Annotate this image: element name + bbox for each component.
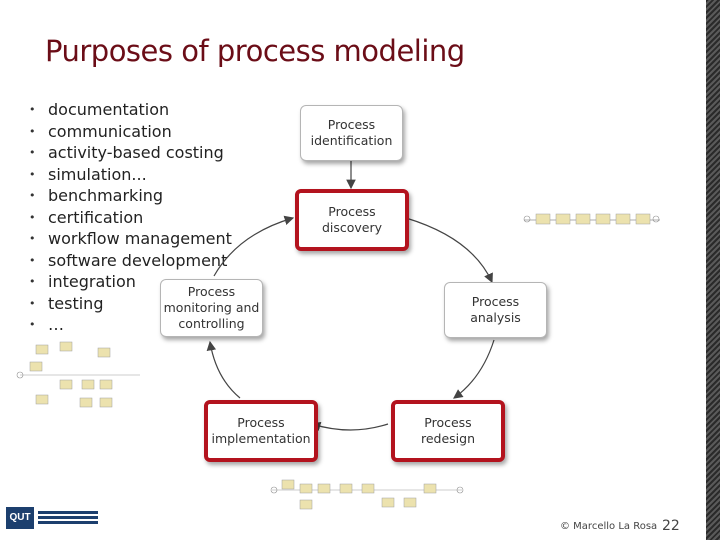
- logo-mark: QUT: [6, 507, 34, 529]
- list-item: • testing: [24, 293, 232, 315]
- bullet-icon: •: [29, 124, 36, 138]
- bullet-icon: •: [29, 210, 36, 224]
- list-item: • communication: [24, 121, 232, 143]
- list-item: • documentation: [24, 99, 232, 121]
- bullet-icon: •: [29, 103, 36, 116]
- list-item: •…: [24, 314, 232, 336]
- list-item: • integration: [24, 271, 232, 293]
- arc-monitoring-discovery: [213, 215, 295, 277]
- footer-credit: © Marcello La Rosa: [560, 521, 658, 532]
- university-logo: QUT: [6, 507, 106, 529]
- page-number: 22: [662, 518, 680, 534]
- list-item-label: benchmarking: [48, 186, 164, 205]
- bullet-icon: •: [29, 296, 36, 310]
- model-thumbnail-right: [523, 213, 660, 225]
- logo-wordmark: [38, 511, 98, 526]
- model-thumbnail-bottom: [270, 479, 464, 510]
- process-monitoring-box: Process monitoring and controlling: [160, 279, 263, 337]
- list-item-label: documentation: [48, 100, 170, 119]
- purposes-list: • documentation • communication • activity-…: [24, 99, 232, 336]
- list-item: • simulation...: [24, 164, 232, 186]
- bullet-icon: •: [29, 189, 36, 202]
- list-item-label: workflow management: [48, 229, 232, 248]
- slide-title: Purposes of process modeling: [45, 34, 465, 68]
- process-analysis-box: Process analysis: [444, 282, 547, 338]
- decorative-side-stripe: [706, 0, 720, 540]
- process-implementation-box: Process implementation: [204, 400, 318, 462]
- list-item-label: integration: [48, 272, 136, 291]
- bullet-icon: •: [29, 253, 36, 267]
- list-item-label: testing: [48, 293, 104, 313]
- list-item-label: simulation...: [48, 164, 147, 184]
- process-discovery-box: Process discovery: [295, 189, 409, 251]
- process-redesign-box: Process redesign: [391, 400, 505, 462]
- process-identification-box: Process identification: [300, 105, 403, 161]
- list-item: • benchmarking: [24, 185, 232, 207]
- list-item: • software development: [24, 250, 232, 272]
- arc-implementation-monitoring: [206, 340, 241, 399]
- list-item-label: communication: [48, 121, 172, 141]
- list-item-label: software development: [48, 250, 228, 270]
- model-thumbnail-left: [16, 341, 140, 408]
- bullet-icon: •: [29, 275, 36, 288]
- list-item: • activity-based costing: [24, 142, 232, 164]
- list-item-label: certification: [48, 207, 144, 227]
- arc-discovery-analysis: [405, 217, 493, 284]
- bullet-icon: •: [29, 232, 36, 245]
- list-item: • certification: [24, 207, 232, 229]
- bullet-icon: •: [29, 318, 36, 331]
- list-item-label: …: [48, 315, 64, 334]
- arc-analysis-redesign: [453, 339, 495, 399]
- bullet-icon: •: [29, 167, 36, 181]
- bullet-icon: •: [29, 146, 36, 159]
- list-item: • workflow management: [24, 228, 232, 250]
- list-item-label: activity-based costing: [48, 143, 224, 162]
- arc-redesign-implementation: [310, 421, 389, 432]
